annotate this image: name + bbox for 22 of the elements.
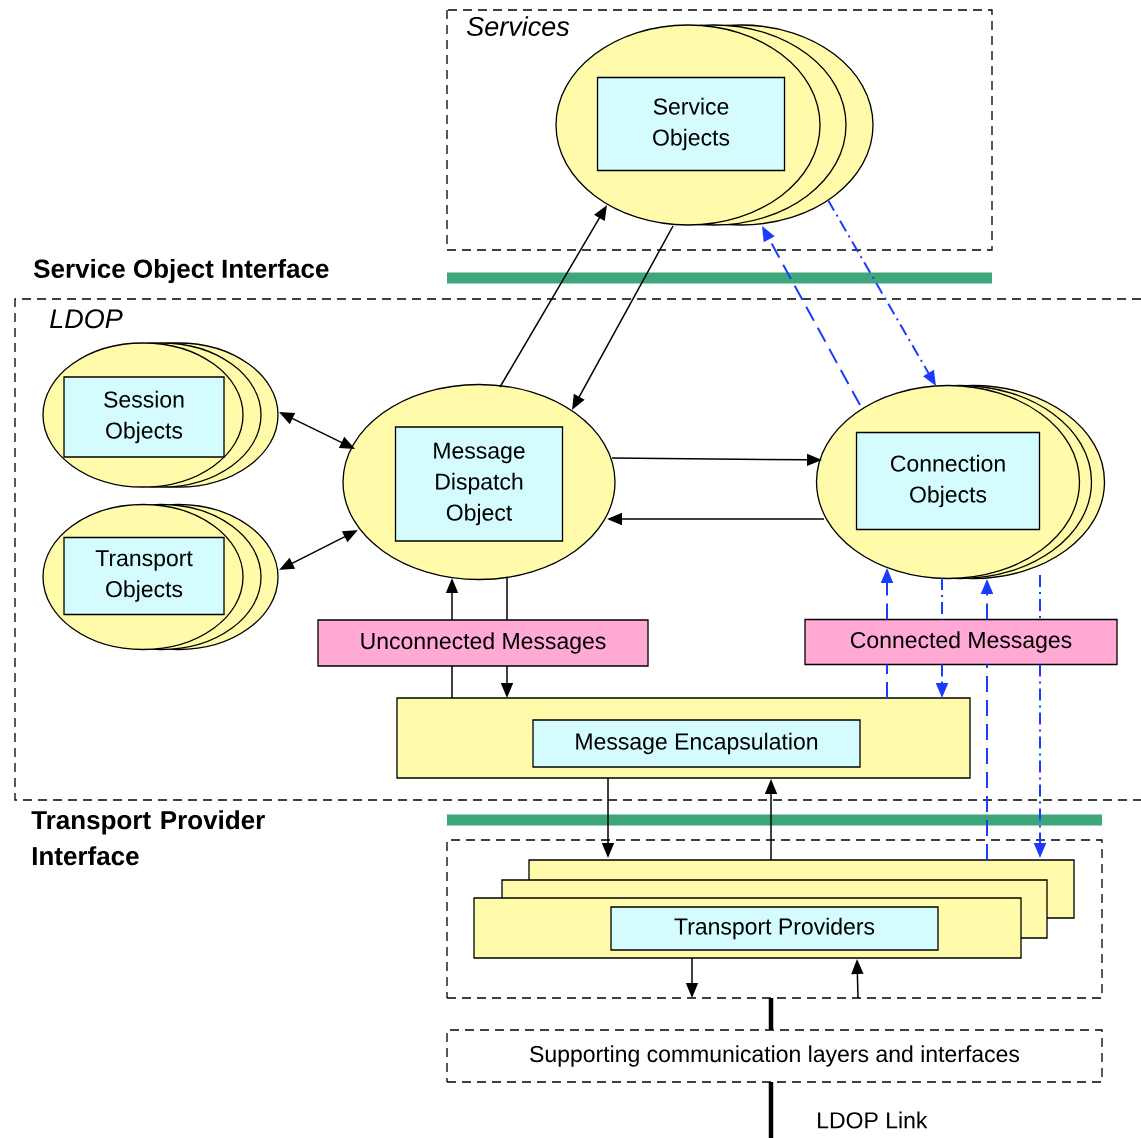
connector-line [941,577,943,621]
connector-line [768,1082,774,1138]
object-box: Service Objects [596,76,786,172]
message-type-box: Connected Messages [804,618,1118,666]
interface-label: Service Object Interface [33,258,329,284]
interface-label: Transport Provider Interface [31,810,265,866]
object-box: Transport Objects [63,536,225,616]
connector-line [451,665,453,699]
object-box: Message Dispatch Object [394,426,564,542]
connector-line [768,998,774,1030]
object-box: Session Objects [63,376,225,458]
connector-line [1039,574,1041,621]
dashed-group-box [446,839,1103,999]
message-type-box: Unconnected Messages [317,619,649,667]
connector-line [506,577,508,621]
link-label: LDOP Link [818,1111,928,1129]
connector-line [986,663,988,861]
layer-box: Supporting communication layers and interfaces [446,1029,1103,1083]
connector-line [886,663,888,699]
object-box: Connection Objects [855,431,1041,531]
object-box: Message Encapsulation [532,719,861,768]
object-box: Transport Providers [610,906,939,951]
